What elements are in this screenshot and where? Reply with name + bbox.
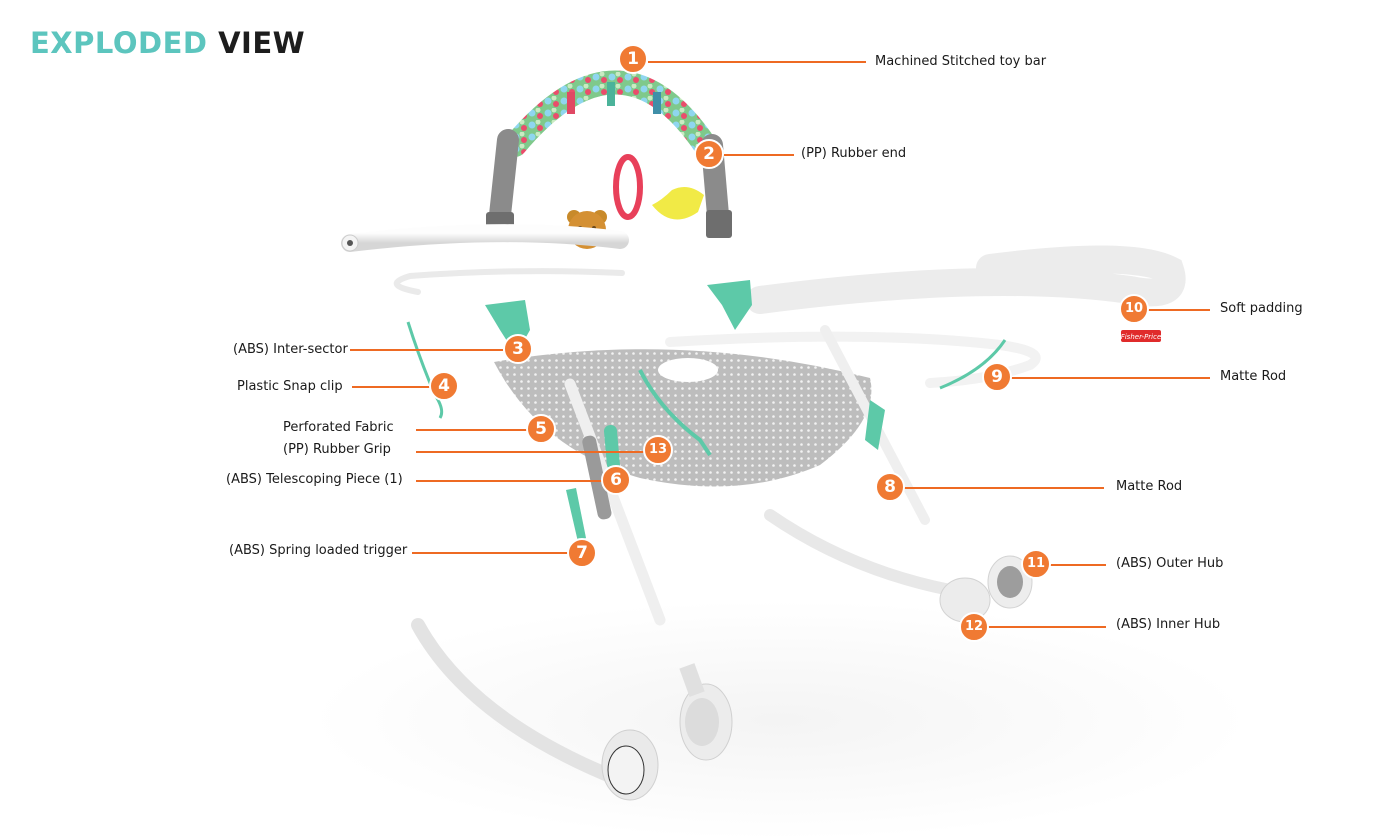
title-part-2: VIEW (218, 26, 306, 60)
callout-label-5: Perforated Fabric (283, 420, 394, 435)
leader-line-10 (1148, 309, 1210, 311)
leader-line-9 (1010, 377, 1210, 379)
callout-badge-5: 5 (526, 414, 556, 444)
callout-badge-12: 12 (959, 612, 989, 642)
fisher-price-logo: Fisher-Price (1121, 330, 1162, 342)
leader-line-7 (412, 552, 568, 554)
callout-label-12: (ABS) Inner Hub (1116, 617, 1221, 632)
inter-sector-right (707, 280, 752, 330)
callout-badge-7: 7 (567, 538, 597, 568)
callout-badge-9: 9 (982, 362, 1012, 392)
floor-shadow (310, 600, 1250, 836)
leader-line-12 (988, 626, 1106, 628)
callout-label-6: (ABS) Telescoping Piece (1) (226, 472, 403, 487)
rocker-left (411, 618, 627, 787)
title-part-1: EXPLODED (30, 26, 208, 60)
snap-clip (406, 321, 444, 419)
leader-line-4 (352, 386, 430, 388)
callout-badge-13: 13 (643, 435, 673, 465)
seat-strap (638, 369, 712, 457)
callout-label-8: Matte Rod (1116, 479, 1183, 494)
callout-badge-4: 4 (429, 371, 459, 401)
callout-badge-6: 6 (601, 465, 631, 495)
toy-bird (652, 186, 704, 220)
callout-label-4: Plastic Snap clip (237, 379, 343, 394)
page-title: EXPLODED VIEW (30, 26, 305, 60)
callout-label-3: (ABS) Inter-sector (233, 342, 348, 357)
strap-right (939, 339, 1007, 390)
toy-ring (613, 154, 643, 220)
callout-badge-2: 2 (694, 139, 724, 169)
logo-text: Fisher-Price (1121, 333, 1162, 341)
leader-line-13 (416, 451, 644, 453)
wire-rod (394, 268, 625, 295)
callout-badge-11: 11 (1021, 549, 1051, 579)
seat-opening (658, 358, 718, 382)
callout-label-7: (ABS) Spring loaded trigger (229, 543, 408, 558)
telescoping-piece (582, 435, 612, 520)
callout-badge-3: 3 (503, 334, 533, 364)
callout-badge-8: 8 (875, 472, 905, 502)
toy-bar (486, 70, 732, 242)
rocker-right (764, 509, 956, 596)
left-leg-rod (564, 378, 666, 626)
callout-label-10: Soft padding (1220, 301, 1303, 316)
leader-line-1 (648, 61, 866, 63)
callout-label-9: Matte Rod (1220, 369, 1287, 384)
callout-label-13: (PP) Rubber Grip (283, 442, 391, 457)
leader-line-5 (416, 429, 527, 431)
leader-line-8 (904, 487, 1104, 489)
leader-line-11 (1050, 564, 1106, 566)
callout-label-1: Machined Stitched toy bar (875, 54, 1047, 69)
leader-line-6 (416, 480, 602, 482)
spring-trigger (566, 488, 586, 542)
callout-label-2: (PP) Rubber end (801, 146, 907, 161)
callout-badge-1: 1 (618, 44, 648, 74)
leader-line-3 (350, 349, 503, 351)
upper-left-tube (341, 224, 629, 252)
soft-padding (746, 245, 1186, 314)
callout-label-11: (ABS) Outer Hub (1116, 556, 1224, 571)
callout-badge-10: 10 (1119, 294, 1149, 324)
leader-line-2 (724, 154, 794, 156)
